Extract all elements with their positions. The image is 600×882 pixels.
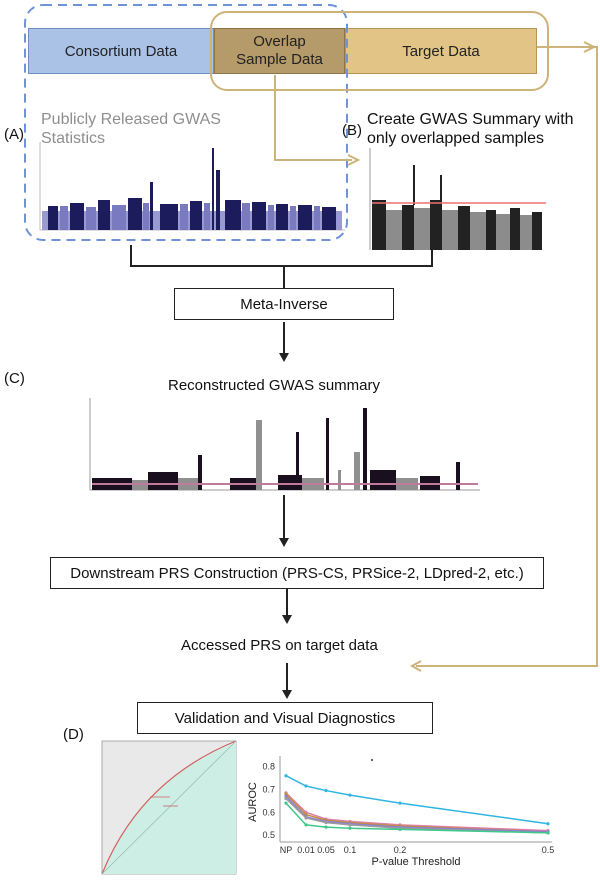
downstream-prs-label: Downstream PRS Construction (PRS-CS, PRS… — [70, 564, 524, 582]
consortium-region — [24, 4, 348, 241]
y-tick-label: 0.6 — [262, 807, 275, 817]
y-tick-label: 0.8 — [262, 762, 275, 772]
y-tick-label: 0.7 — [262, 784, 275, 794]
stray-dot — [371, 759, 373, 761]
manhattan-plot-c — [89, 398, 480, 491]
consortium-data-bar: Consortium Data — [28, 28, 214, 74]
series-line-1 — [285, 792, 549, 832]
panel-b-title: Create GWAS Summary with only overlapped… — [367, 111, 574, 147]
series-line-2 — [285, 793, 549, 833]
panel-c-title: Reconstructed GWAS summary — [168, 377, 380, 394]
merge-bracket — [130, 245, 433, 288]
accessed-prs-label: Accessed PRS on target data — [181, 637, 378, 654]
series-line-0 — [285, 775, 549, 825]
target-region — [210, 11, 549, 91]
series-point-5 — [546, 831, 550, 835]
series-point-5 — [398, 827, 402, 832]
series-line-5 — [285, 802, 549, 834]
y-tick-label: 0.5 — [262, 830, 275, 840]
panel-letter-d: (D) — [63, 726, 84, 743]
y-axis-label: AUROC — [247, 782, 259, 822]
downstream-prs-box: Downstream PRS Construction (PRS-CS, PRS… — [50, 557, 544, 589]
panel-letter-c: (C) — [4, 370, 25, 387]
target-to-prs-arrow — [416, 46, 598, 667]
target-data-bar: Target Data — [345, 28, 537, 74]
series-point-0 — [304, 784, 308, 788]
x-tick-label: 0.05 — [317, 845, 335, 855]
series-line-3 — [285, 795, 549, 833]
x-tick-label: NP — [280, 845, 293, 855]
consortium-data-label: Consortium Data — [64, 42, 178, 60]
target-data-label: Target Data — [402, 42, 480, 60]
x-tick-label: 0.5 — [542, 845, 555, 855]
series-point-2 — [284, 792, 288, 796]
roc-plot — [101, 740, 237, 875]
series-point-5 — [348, 826, 352, 830]
panel-letter-a: (A) — [4, 126, 24, 143]
series-point-0 — [284, 774, 288, 778]
overlap-sample-label: Overlap Sample Data — [236, 33, 323, 68]
manhattan-plot-a — [39, 142, 345, 231]
series-point-0 — [398, 801, 402, 805]
x-tick-label: 0.1 — [344, 845, 357, 855]
panel-a-title: Publicly Released GWAS Statistics — [41, 111, 221, 147]
overlap-sample-bar: Overlap Sample Data — [214, 28, 345, 74]
x-tick-label: 0.01 — [297, 845, 315, 855]
panel-letter-b: (B) — [342, 122, 362, 139]
manhattan-plot-b — [369, 148, 546, 250]
validation-label: Validation and Visual Diagnostics — [174, 709, 396, 727]
series-point-0 — [348, 793, 352, 797]
overlap-to-b-arrow — [274, 75, 352, 161]
series-point-5 — [304, 823, 308, 827]
series-point-3 — [284, 794, 288, 798]
series-point-0 — [324, 788, 328, 793]
meta-inverse-box: Meta-Inverse — [174, 288, 394, 320]
series-point-0 — [546, 822, 550, 826]
series-point-5 — [324, 825, 328, 829]
x-axis-label: P-value Threshold — [371, 856, 460, 868]
validation-box: Validation and Visual Diagnostics — [137, 702, 433, 734]
series-point-4 — [304, 816, 308, 820]
meta-inverse-label: Meta-Inverse — [240, 295, 328, 313]
series-point-4 — [284, 796, 288, 801]
series-point-4 — [348, 823, 352, 827]
x-tick-label: 0.2 — [394, 845, 407, 855]
series-point-5 — [284, 801, 288, 805]
series-line-4 — [285, 798, 549, 834]
series-point-4 — [324, 820, 328, 825]
